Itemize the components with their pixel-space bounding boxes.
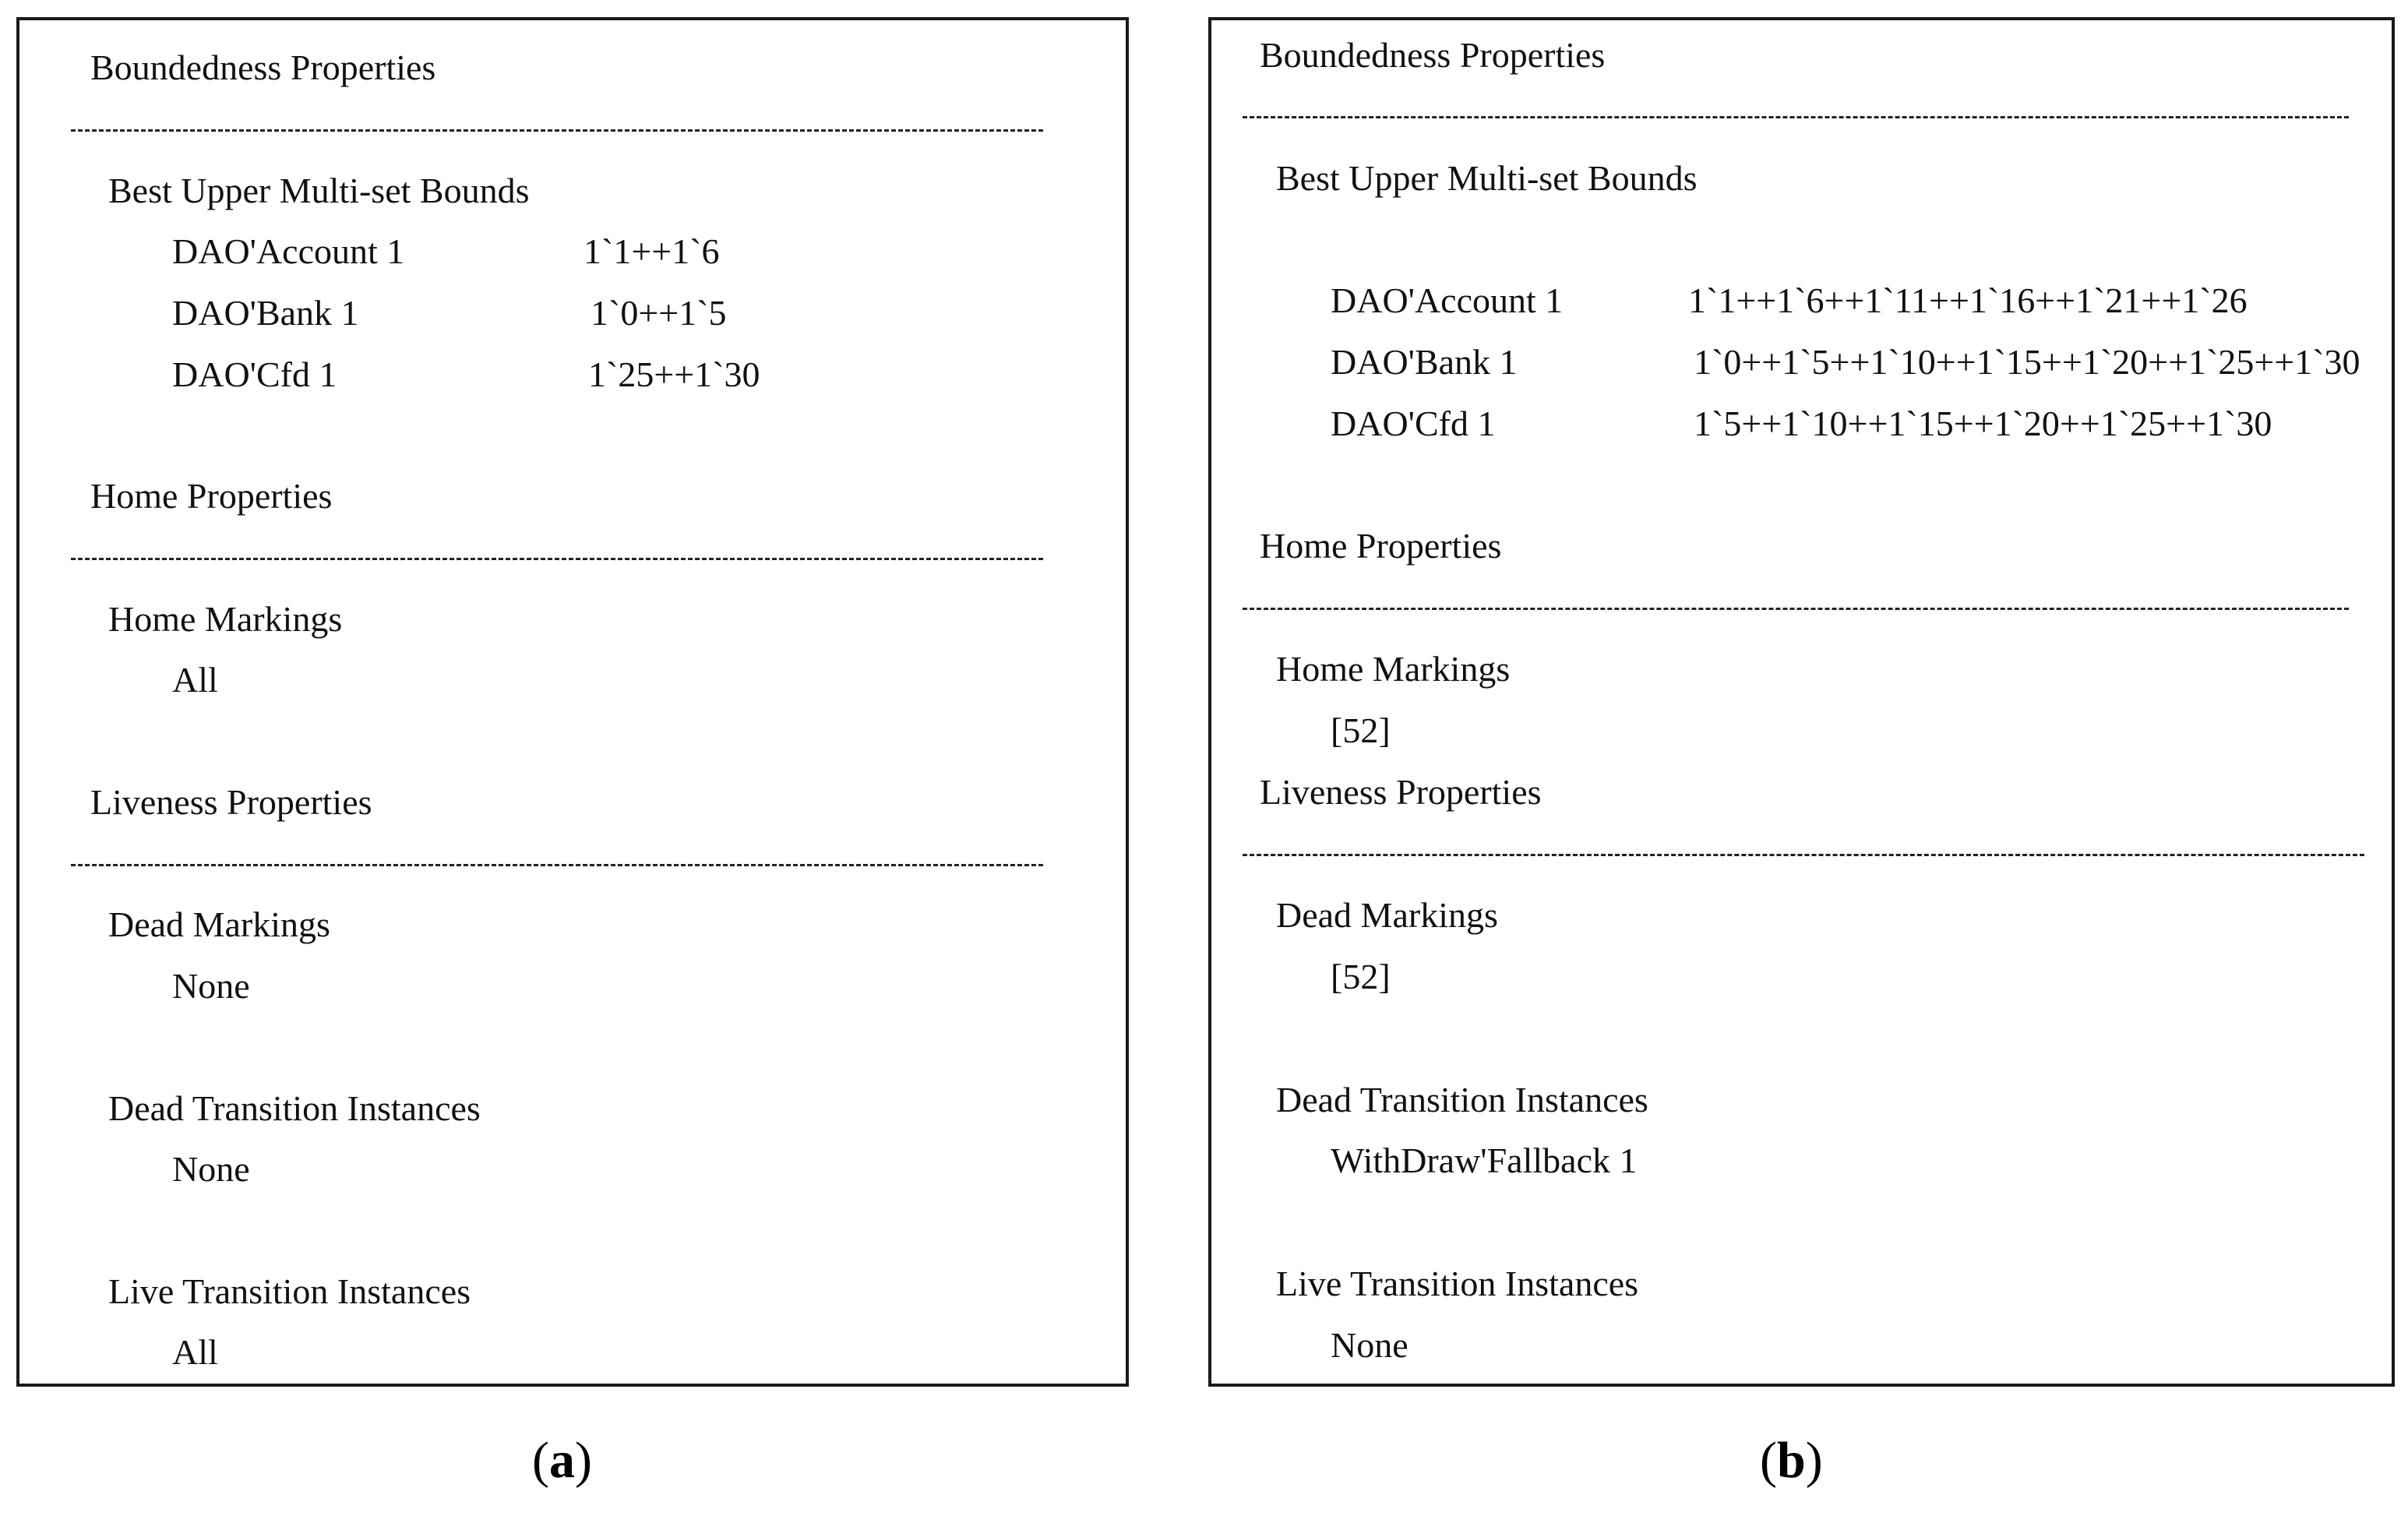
panel-a: Boundedness Properties Best Upper Multi-… — [16, 17, 1129, 1387]
caption-b: (b) — [1760, 1435, 1823, 1486]
boundedness-title: Boundedness Properties — [1260, 35, 1606, 75]
dead-markings-value: None — [172, 966, 250, 1006]
panel-b: Boundedness Properties Best Upper Multi-… — [1208, 17, 2395, 1387]
best-upper-bounds-title: Best Upper Multi-set Bounds — [108, 171, 530, 210]
liveness-properties-title: Liveness Properties — [90, 782, 372, 822]
live-transitions-value: All — [172, 1332, 218, 1372]
bound-place: DAO'Bank 1 — [1331, 342, 1518, 382]
divider — [71, 558, 1043, 560]
divider — [71, 129, 1043, 132]
caption-paren: ) — [1805, 1432, 1823, 1489]
bound-place: DAO'Cfd 1 — [1331, 404, 1496, 443]
caption-paren: ( — [1760, 1432, 1777, 1489]
home-properties-title: Home Properties — [90, 476, 333, 516]
home-markings-title: Home Markings — [1276, 649, 1511, 689]
boundedness-title: Boundedness Properties — [90, 48, 436, 87]
bound-value: 1`0++1`5++1`10++1`15++1`20++1`25++1`30 — [1694, 342, 2360, 382]
dead-markings-value: [52] — [1331, 957, 1391, 996]
bound-value: 1`1++1`6++1`11++1`16++1`21++1`26 — [1688, 280, 2248, 320]
divider — [1243, 116, 2349, 118]
bound-value: 1`0++1`5 — [591, 293, 727, 333]
best-upper-bounds-title: Best Upper Multi-set Bounds — [1276, 158, 1698, 198]
dead-transitions-value: WithDraw'Fallback 1 — [1331, 1141, 1638, 1180]
live-transitions-title: Live Transition Instances — [1276, 1264, 1639, 1303]
home-properties-title: Home Properties — [1260, 526, 1502, 566]
bound-place: DAO'Cfd 1 — [172, 354, 337, 394]
bound-place: DAO'Bank 1 — [172, 293, 359, 333]
caption-paren: ) — [574, 1432, 592, 1489]
dead-markings-title: Dead Markings — [1276, 895, 1498, 935]
divider — [1243, 854, 2364, 856]
home-markings-value: All — [172, 660, 218, 700]
home-markings-value: [52] — [1331, 710, 1391, 750]
home-markings-title: Home Markings — [108, 599, 343, 639]
caption-letter: b — [1776, 1432, 1806, 1489]
caption-letter: a — [548, 1432, 575, 1489]
dead-transitions-title: Dead Transition Instances — [108, 1088, 481, 1128]
divider — [1243, 608, 2349, 610]
caption-paren: ( — [532, 1432, 549, 1489]
caption-a: (a) — [532, 1435, 592, 1486]
divider — [71, 864, 1043, 866]
liveness-properties-title: Liveness Properties — [1260, 772, 1542, 812]
bound-place: DAO'Account 1 — [172, 231, 405, 271]
dead-transitions-title: Dead Transition Instances — [1276, 1080, 1648, 1119]
bound-value: 1`25++1`30 — [588, 354, 760, 394]
dead-markings-title: Dead Markings — [108, 904, 330, 944]
bound-value: 1`5++1`10++1`15++1`20++1`25++1`30 — [1694, 404, 2272, 443]
bound-value: 1`1++1`6 — [583, 231, 720, 271]
bound-place: DAO'Account 1 — [1331, 280, 1564, 320]
live-transitions-title: Live Transition Instances — [108, 1271, 471, 1311]
dead-transitions-value: None — [172, 1149, 250, 1189]
live-transitions-value: None — [1331, 1325, 1408, 1365]
